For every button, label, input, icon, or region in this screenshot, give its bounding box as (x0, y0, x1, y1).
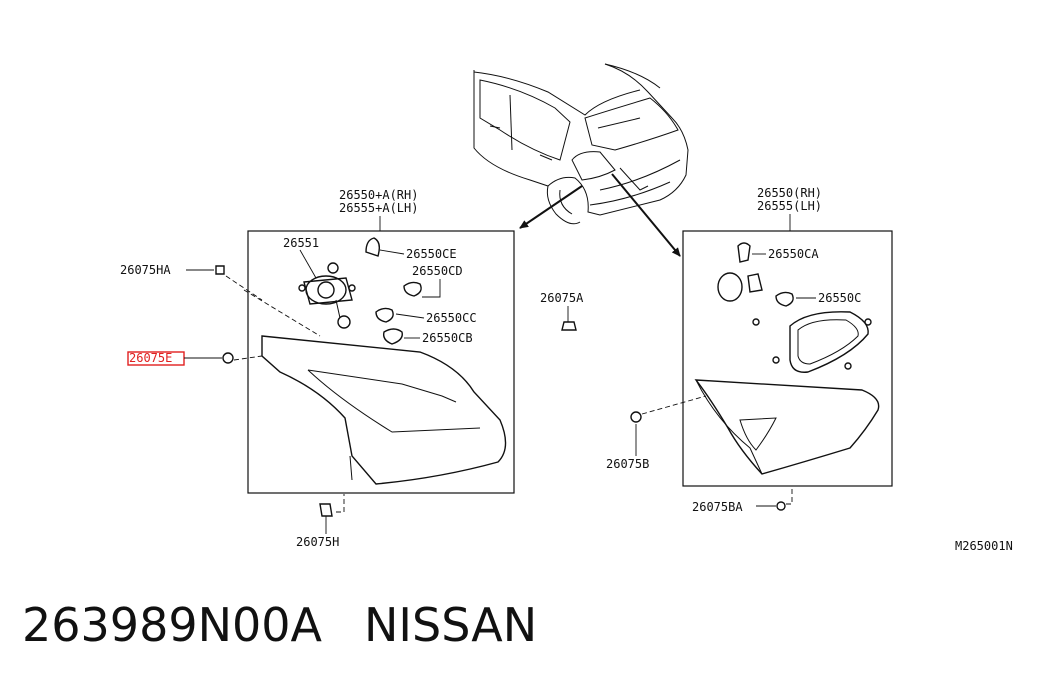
label-clip-h: 26075H (296, 535, 339, 549)
label-bulb-ce: 26550CE (406, 247, 457, 261)
lh-components (717, 242, 872, 373)
part-caption: 263989N00A NISSAN (22, 598, 537, 652)
label-clip-a: 26075A (540, 291, 584, 305)
lh-lamp-body (694, 379, 880, 475)
label-rh-main-1: 26550+A(RH) (339, 188, 418, 202)
rh-lamp-body (261, 335, 507, 485)
highlight-box-clip-e (127, 351, 185, 366)
diagram-code: M265001N (955, 539, 1013, 553)
label-bulb-cd: 26550CD (412, 264, 463, 278)
brand-name: NISSAN (364, 598, 538, 652)
label-rh-main-2: 26555+A(LH) (339, 201, 418, 215)
rh-socket-assembly (298, 262, 356, 329)
rh-assembly-box (247, 230, 515, 494)
lh-assembly-box (682, 230, 893, 487)
label-bulb-cb: 26550CB (422, 331, 473, 345)
label-clip-ba: 26075BA (692, 500, 743, 514)
label-socket: 26551 (283, 236, 319, 250)
label-clip-e: 26075E (129, 351, 172, 365)
label-bulb-cc: 26550CC (426, 311, 477, 325)
label-clip-ha: 26075HA (120, 263, 171, 277)
label-bulb-c: 26550C (818, 291, 861, 305)
arrow-to-lh-assembly (611, 173, 681, 257)
car-rear-illustration (473, 63, 689, 225)
bulb-icons-rh (365, 237, 422, 345)
label-bulb-ca: 26550CA (768, 247, 819, 261)
label-lh-main-2: 26555(LH) (757, 199, 822, 213)
arrow-to-rh-assembly (519, 185, 583, 229)
label-clip-b: 26075B (606, 457, 649, 471)
label-lh-main-1: 26550(RH) (757, 186, 822, 200)
part-number: 263989N00A (22, 598, 323, 652)
